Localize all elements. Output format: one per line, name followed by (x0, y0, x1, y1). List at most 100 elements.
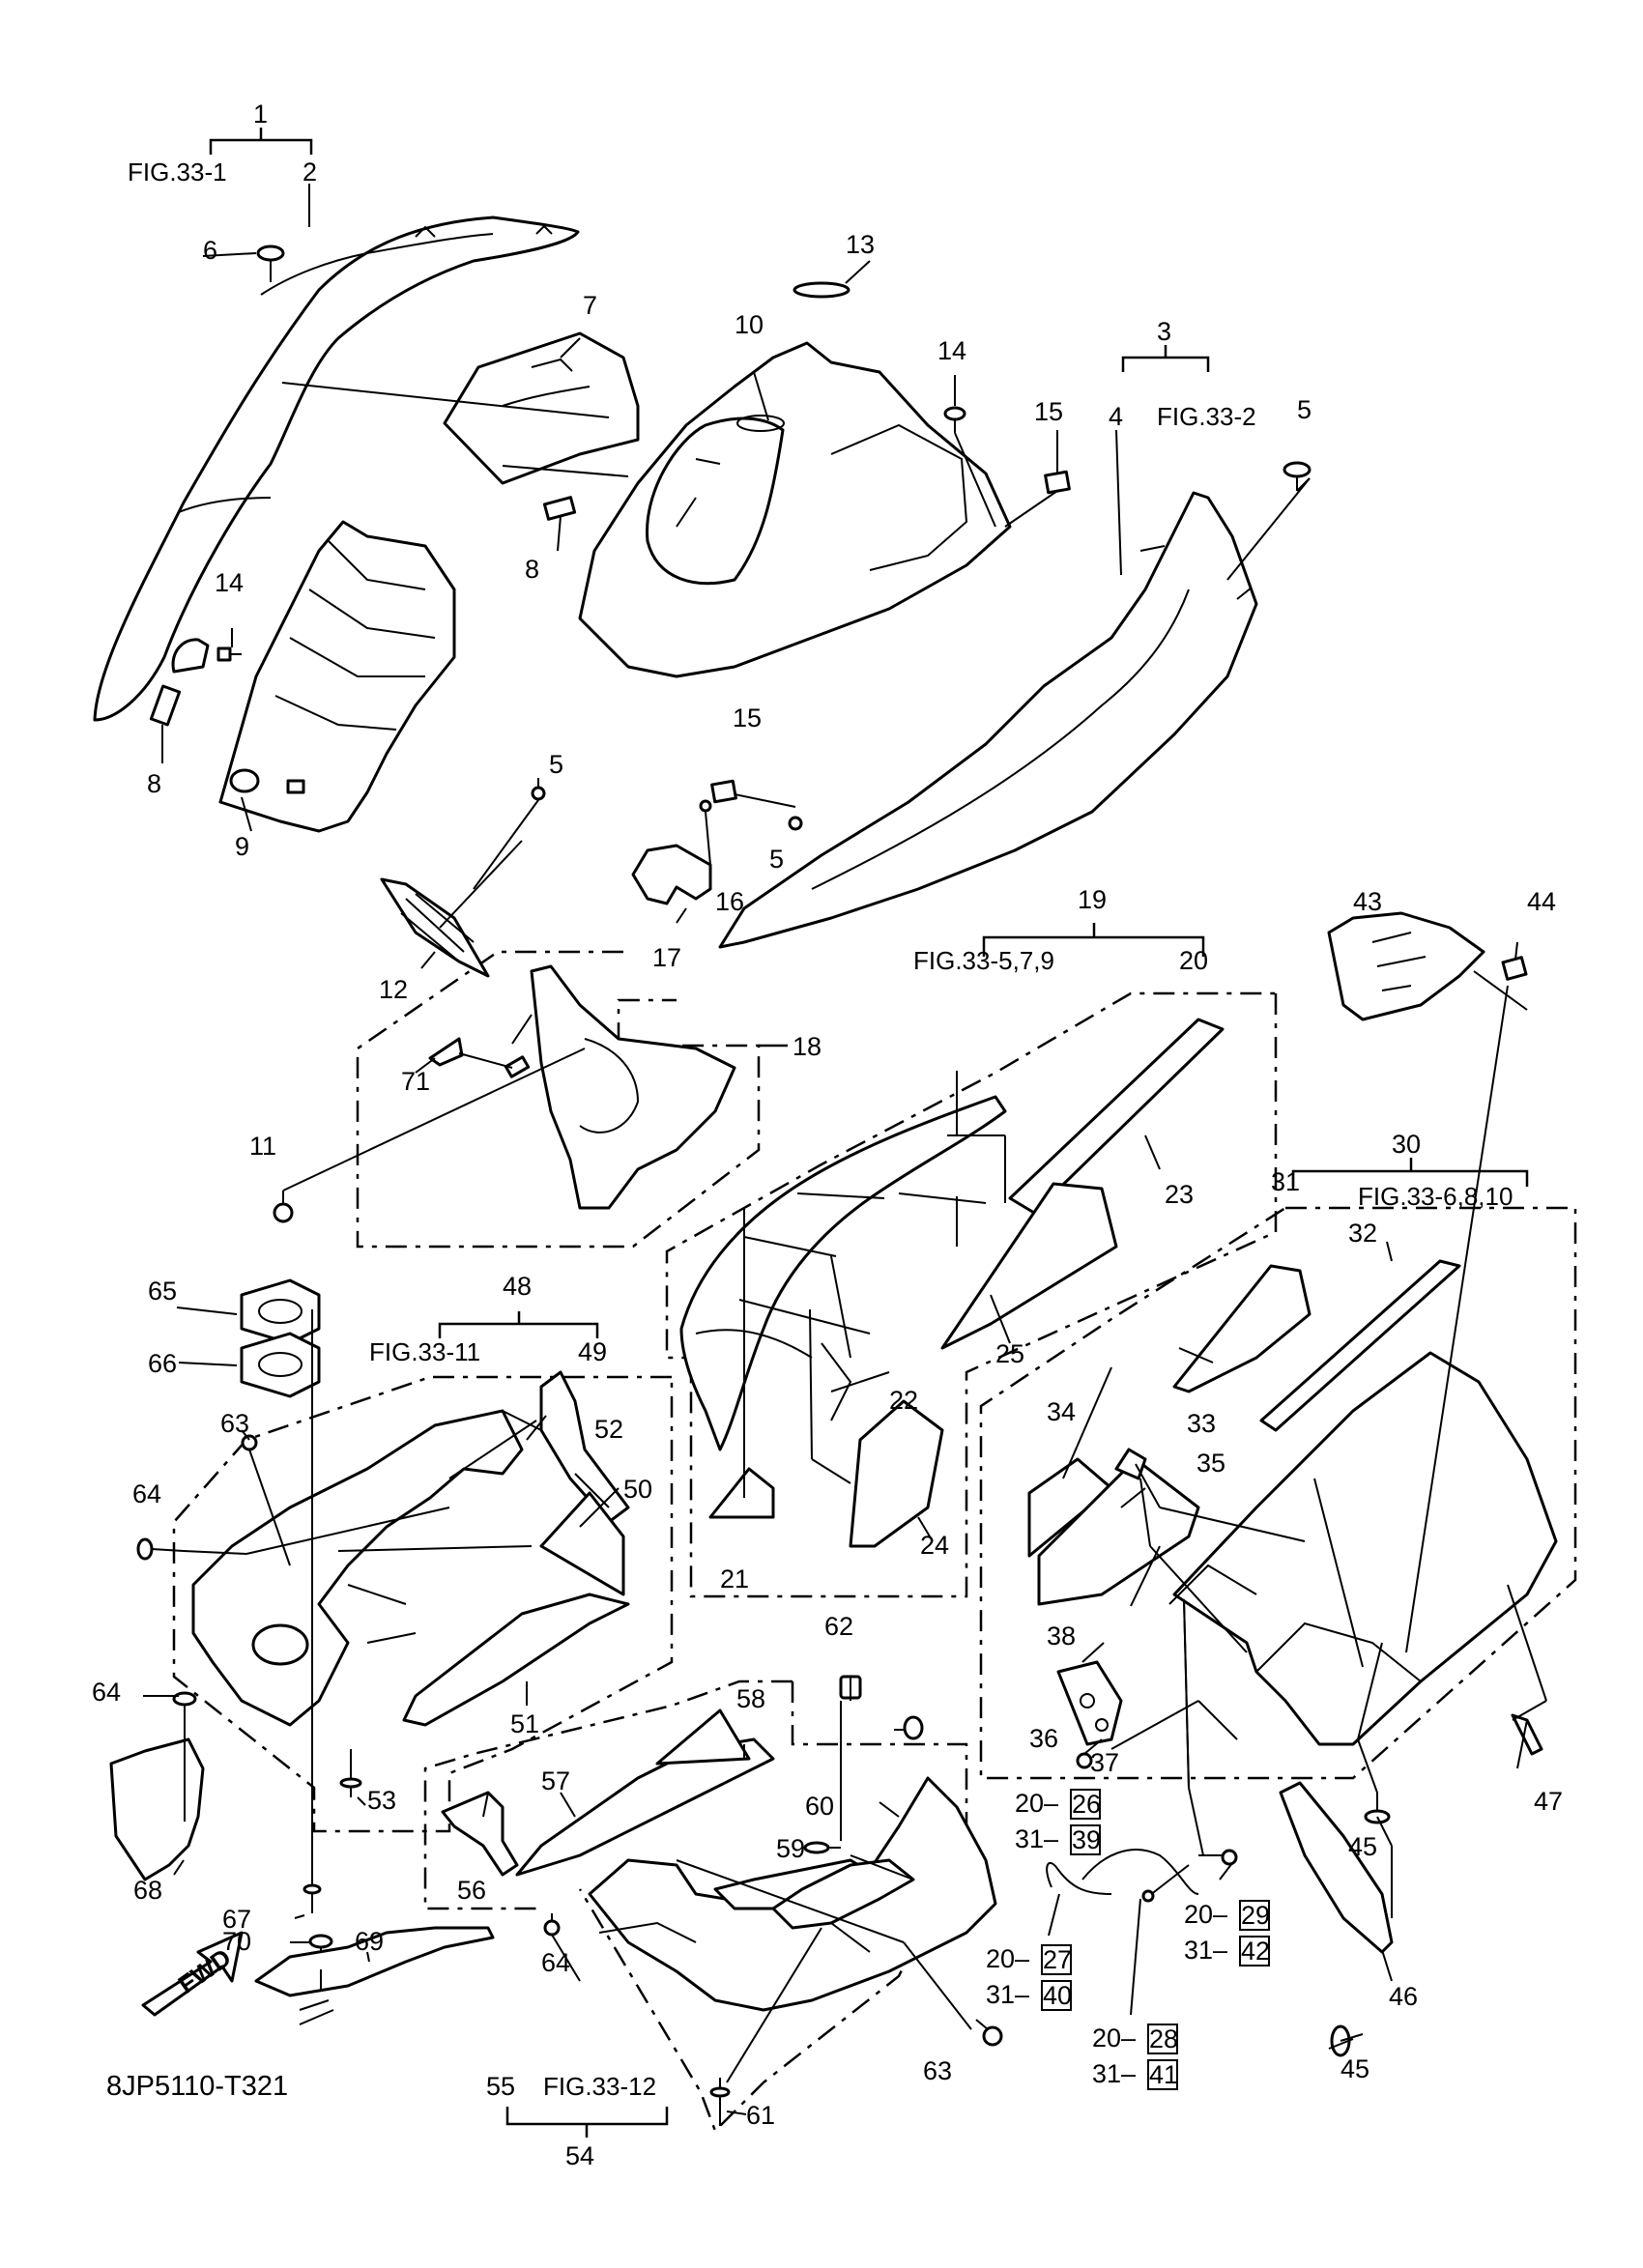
bracket-19 (982, 923, 1205, 957)
callout-labels: 1 FIG.33-1 2 6 7 13 10 14 3 4 FIG.33-2 1… (92, 100, 1563, 2170)
sub-ref-39-parent: 31 (1015, 1824, 1044, 1853)
sub-ref-29-child: 29 (1241, 1901, 1270, 1930)
svg-text:20–: 20– (1184, 1900, 1227, 1929)
sub-ref-27-child: 27 (1043, 1945, 1072, 1974)
label-5-center: 5 (549, 750, 563, 779)
label-34: 34 (1047, 1397, 1076, 1426)
label-45-lower: 45 (1340, 2054, 1369, 2083)
part-5-screw-right (1283, 461, 1312, 491)
part-15-nut-upper (1044, 470, 1071, 495)
part-26-cable (1081, 1849, 1199, 1895)
part-71-clip (428, 1037, 464, 1067)
part-37-screw (1076, 1752, 1093, 1769)
part-29-washer (1221, 1849, 1238, 1866)
part-66-gasket (240, 1332, 321, 1398)
part-31-rear-shell (1168, 1351, 1558, 1746)
label-67: 67 (222, 1905, 251, 1934)
sub-ref-27-parent: 20 (986, 1944, 1015, 1973)
part-11-screw (273, 1191, 294, 1223)
sub-ref-26: 20– 26 (1015, 1789, 1101, 1820)
label-30: 30 (1392, 1130, 1421, 1159)
label-17: 17 (652, 943, 681, 972)
part-15-nut-lower (710, 779, 737, 804)
svg-text:20–: 20– (1092, 2024, 1136, 2053)
svg-text:31–: 31– (1184, 1936, 1227, 1965)
fig-ref-19: FIG.33-5,7,9 (913, 946, 1054, 975)
part-14-screw-upper (943, 406, 966, 433)
sub-ref-28-child: 28 (1149, 2024, 1178, 2053)
part-58-wedge (655, 1708, 751, 1766)
part-25-panel (940, 1182, 1118, 1350)
part-63-grommet-upper (241, 1434, 258, 1451)
label-21: 21 (720, 1565, 749, 1593)
label-46: 46 (1389, 1982, 1418, 2011)
label-13: 13 (846, 230, 875, 259)
group-box-49 (172, 1375, 674, 1833)
label-6: 6 (203, 236, 217, 265)
sub-ref-29-parent: 20 (1184, 1900, 1213, 1929)
sub-ref-40: 31– 40 (986, 1980, 1072, 2011)
part-61-pin (709, 2078, 731, 2126)
label-37: 37 (1090, 1748, 1119, 1777)
svg-text:20–: 20– (1015, 1789, 1058, 1818)
part-62-fastener (839, 1675, 924, 1740)
label-25: 25 (995, 1339, 1024, 1368)
label-52: 52 (594, 1415, 623, 1444)
group-box-20 (665, 991, 1278, 1598)
part-64-screw-upper (136, 1537, 185, 1561)
sub-ref-26-parent: 20 (1015, 1789, 1044, 1818)
part-44-nut (1501, 956, 1528, 981)
label-49: 49 (578, 1337, 607, 1366)
label-63-lower: 63 (923, 2056, 952, 2085)
part-43-cover (1327, 911, 1485, 1021)
label-69: 69 (355, 1927, 384, 1956)
group-box-18 (356, 950, 761, 1249)
label-55: 55 (486, 2072, 515, 2101)
svg-text:31–: 31– (986, 1980, 1029, 2009)
label-64-lower: 64 (541, 1948, 570, 1977)
sub-ref-27: 20– 27 (986, 1944, 1072, 1975)
label-65: 65 (148, 1277, 177, 1306)
part-57-trim-strip (515, 1737, 775, 1877)
part-6-screw (256, 244, 285, 282)
part-27-cable-band (1046, 1862, 1112, 1895)
part-21-wedge (708, 1467, 775, 1519)
sub-ref-41-parent: 31 (1092, 2059, 1121, 2088)
fig-ref-48: FIG.33-11 (369, 1337, 480, 1366)
label-3: 3 (1157, 317, 1171, 346)
sub-ref-42: 31– 42 (1184, 1936, 1270, 1967)
label-35: 35 (1196, 1449, 1225, 1478)
label-66: 66 (148, 1349, 177, 1378)
label-15-lower: 15 (733, 703, 762, 732)
part-63-grommet-lower (982, 2025, 1003, 2047)
bracket-3 (1121, 345, 1210, 372)
part-12-grille (380, 877, 490, 978)
part-65-gasket (240, 1278, 321, 1345)
part-23-trim-strip (1008, 1018, 1225, 1215)
part-36-bracket (1056, 1660, 1123, 1746)
label-64-middle: 64 (92, 1678, 121, 1707)
label-60: 60 (805, 1792, 834, 1821)
part-64-screw-lower (543, 1919, 561, 1937)
part-69-bracket (254, 1926, 495, 1997)
group-box-55 (423, 1679, 793, 1910)
label-14-upper: 14 (937, 336, 966, 365)
part-45-screw-lower (1330, 2024, 1364, 2057)
label-32: 32 (1348, 1219, 1377, 1248)
part-8-clip-left (149, 684, 182, 727)
label-8-upper: 8 (525, 555, 539, 584)
label-5-right: 5 (1297, 395, 1312, 424)
part-9-inner-panel (218, 520, 456, 833)
group-box-31 (979, 1206, 1577, 1780)
sub-ref-39: 31– 39 (1015, 1824, 1101, 1855)
svg-text:20–: 20– (986, 1944, 1029, 1973)
part-17-bracket (631, 799, 712, 905)
part-8-clip-upper (542, 496, 577, 521)
part-10-main-cowl (578, 341, 1012, 678)
label-7: 7 (583, 291, 597, 320)
part-7-liner (443, 331, 640, 485)
sub-ref-28-parent: 20 (1092, 2024, 1121, 2053)
part-59-clip (803, 1841, 830, 1854)
label-38: 38 (1047, 1622, 1076, 1651)
